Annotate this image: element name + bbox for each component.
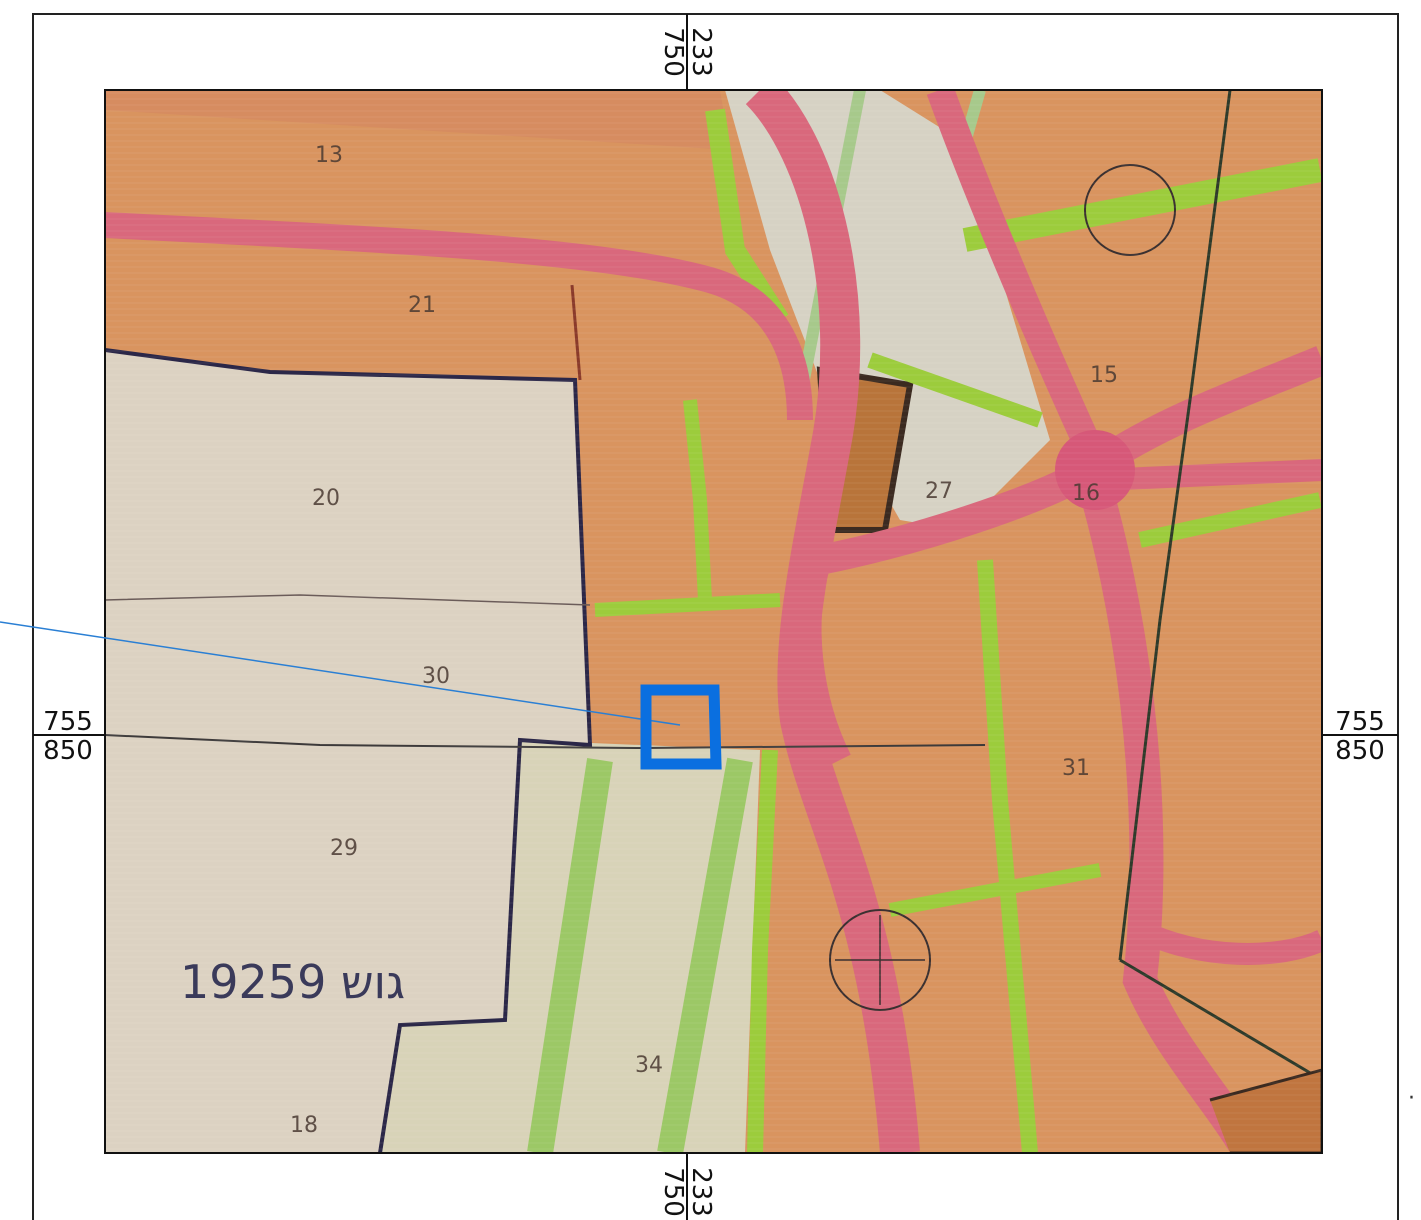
block-label: 19259 גוש — [180, 955, 405, 1009]
parcel-label: 16 — [1072, 481, 1100, 506]
leader-line — [0, 621, 681, 726]
parcel-label: 29 — [330, 836, 358, 861]
map-image[interactable]: 13 21 20 30 29 34 18 15 16 31 27 19259 ג… — [105, 90, 1322, 1153]
grid-coordinate-right-upper: 755 — [1335, 707, 1385, 737]
grid-coordinate-left-lower: 850 — [43, 736, 93, 766]
parcel-label: 27 — [925, 479, 953, 504]
grid-coordinate-right-lower: 850 — [1335, 736, 1385, 766]
parcel-label: 30 — [422, 664, 450, 689]
grid-coordinate-left-upper: 755 — [43, 707, 93, 737]
parcel-label: 20 — [312, 486, 340, 511]
side-glyph: · — [1408, 1086, 1415, 1111]
grid-coordinate-top-lower: 750 — [658, 27, 688, 77]
map-border — [104, 89, 1323, 1154]
parcel-label: 13 — [315, 143, 343, 168]
grid-coordinate-bottom-lower: 750 — [658, 1167, 688, 1217]
parcel-label: 18 — [290, 1113, 318, 1138]
grid-coordinate-bottom-upper: 233 — [686, 1167, 716, 1217]
parcel-label: 31 — [1062, 756, 1090, 781]
grid-coordinate-top-upper: 233 — [686, 27, 716, 77]
parcel-label: 21 — [408, 293, 436, 318]
parcel-label: 34 — [635, 1053, 663, 1078]
highlight-box[interactable] — [640, 684, 722, 770]
parcel-label: 15 — [1090, 363, 1118, 388]
